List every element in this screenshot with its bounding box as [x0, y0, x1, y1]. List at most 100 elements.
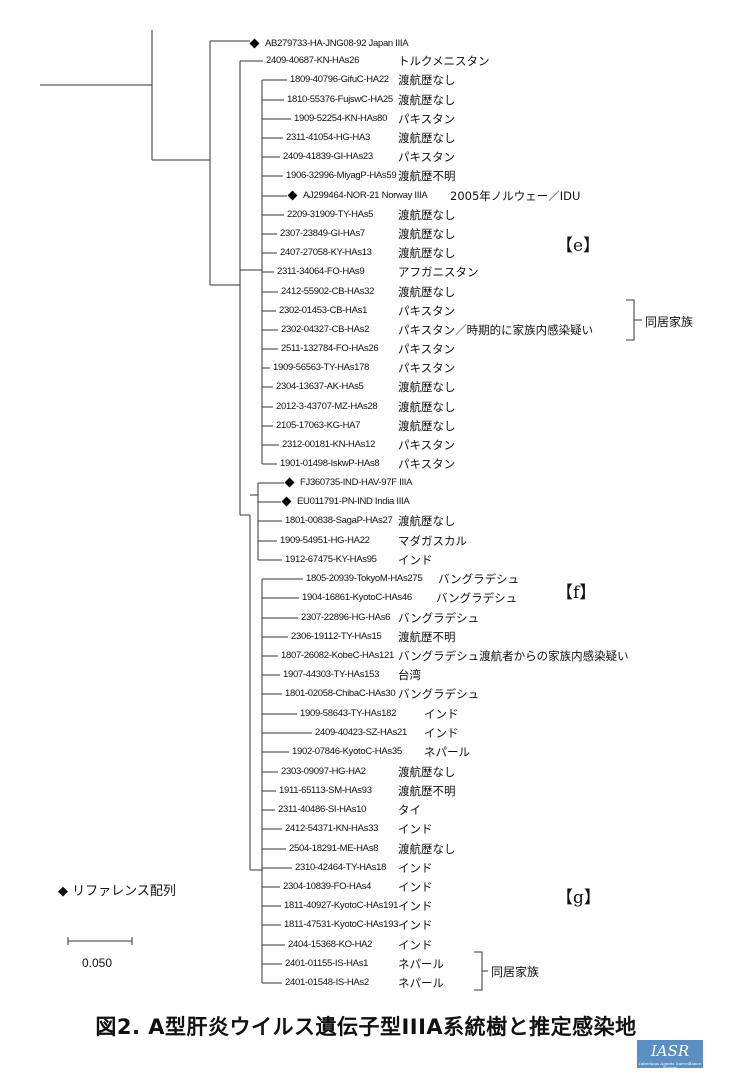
infection-region-label: パキスタン [398, 150, 456, 164]
infection-region-label: インド [398, 938, 433, 952]
infection-region-label: 渡航歴なし [398, 765, 456, 779]
strain-label: 1810-55376-FujswC-HA25 [287, 94, 393, 105]
strain-label: 2311-41054-HG-HA3 [286, 132, 370, 143]
infection-region-label: 渡航歴なし [398, 208, 456, 222]
infection-region-label: ネパール [424, 745, 470, 759]
infection-region-label: 渡航歴不明 [398, 630, 456, 644]
strain-label: 1901-01498-IskwP-HAs8 [280, 458, 380, 469]
strain-label: 1911-65113-SM-HAs93 [279, 785, 372, 796]
strain-label: 2401-01155-IS-HAs1 [285, 958, 369, 969]
clade-label-f: 【f】 [556, 583, 597, 603]
infection-region-label: 渡航歴不明 [398, 169, 456, 183]
strain-label: 2306-19112-TY-HAs15 [291, 631, 382, 642]
reference-sequence-label: FJ360735-IND-HAV-97F IIIA [300, 477, 413, 488]
infection-region-label: 渡航歴なし [398, 285, 456, 299]
infection-region-label: バングラデシュ [398, 611, 480, 625]
infection-region-label: インド [424, 726, 459, 740]
infection-region-label: インド [398, 880, 433, 894]
infection-region-label: トルクメニスタン [398, 54, 490, 68]
infection-region-label: 渡航歴なし [398, 227, 456, 241]
strain-label: 2302-04327-CB-HAs2 [281, 324, 370, 335]
strain-label: 2409-40687-KN-HAs26 [266, 55, 360, 66]
reference-sequence-label: AB279733-HA-JNG08-92 Japan IIIA [265, 38, 409, 49]
household-label: 同居家族 [645, 315, 694, 329]
figure-title: 図2. A型肝炎ウイルス遺伝子型IIIA系統樹と推定感染地 [95, 1015, 637, 1039]
strain-label: 1909-58643-TY-HAs182 [300, 708, 397, 719]
reference-sequence-label: EU011791-PN-IND India IIIA [297, 496, 410, 507]
strain-label: 2209-31909-TY-HAs5 [287, 209, 374, 220]
strain-label: 2504-18291-ME-HAs8 [289, 843, 379, 854]
infection-region-label: 渡航歴なし [398, 842, 456, 856]
strain-label: 1909-56563-TY-HAs178 [273, 362, 370, 373]
diamond-icon: ◆ [58, 884, 68, 899]
infection-region-label: インド [398, 822, 433, 836]
infection-region-label: 渡航歴なし [398, 400, 456, 414]
infection-region-label: パキスタン [398, 438, 456, 452]
clade-label-g: 【g】 [556, 888, 601, 908]
infection-region-label: タイ [398, 803, 421, 817]
infection-region-label: インド [398, 553, 433, 567]
phylogenetic-tree [40, 30, 642, 991]
strain-label: 2307-22896-HG-HAs6 [301, 612, 391, 623]
strain-label: 2412-54371-KN-HAs33 [285, 823, 379, 834]
infection-region-label: 渡航歴なし [398, 380, 456, 394]
infection-region-label: 渡航歴なし [398, 419, 456, 433]
strain-label: 1811-40927-KyotoC-HAs191 [284, 900, 399, 911]
clade-label-e: 【e】 [556, 236, 601, 256]
infection-region-label: 渡航歴なし [398, 73, 456, 87]
household-label: 同居家族 [491, 965, 540, 979]
strain-label: 1912-67475-KY-HAs95 [285, 554, 377, 565]
infection-region-label: パキスタン／時期的に家族内感染疑い [398, 323, 594, 337]
strain-label: 1801-00838-SagaP-HAs27 [285, 515, 393, 526]
legend: ◆ リファレンス配列 [58, 880, 176, 899]
infection-region-label: バングラデシュ [436, 591, 518, 605]
strain-label: 2105-17063-KG-HA7 [276, 420, 361, 431]
strain-label: 2409-40423-SZ-HAs21 [315, 727, 407, 738]
infection-region-label: インド [398, 861, 433, 875]
strain-label: 2304-10839-FO-HAs4 [283, 881, 372, 892]
strain-label: 2303-09097-HG-HA2 [281, 766, 366, 777]
infection-region-label: 渡航歴不明 [398, 784, 456, 798]
strain-label: 1907-44303-TY-HAs153 [283, 669, 380, 680]
infection-region-label: パキスタン [398, 457, 456, 471]
infection-region-label: ネパール [398, 976, 444, 990]
strain-label: 1809-40796-GifuC-HA22 [290, 74, 389, 85]
strain-label: 2412-55902-CB-HAs32 [281, 286, 375, 297]
strain-label: 2311-40486-SI-HAs10 [278, 804, 367, 815]
scale-bar [67, 937, 133, 945]
strain-label: 2012-3-43707-MZ-HAs28 [276, 401, 378, 412]
strain-label: 1902-07846-KyotoC-HAs35 [292, 746, 402, 757]
strain-label: 2311-34064-FO-HAs9 [277, 266, 365, 277]
infection-region-label: マダガスカル [398, 534, 467, 548]
strain-label: 1906-32996-MiyagP-HAs59 [286, 170, 397, 181]
infection-region-label: 台湾 [398, 668, 421, 682]
strain-label: 2401-01548-IS-HAs2 [285, 977, 369, 988]
strain-label: 2404-15368-KO-HA2 [288, 939, 373, 950]
infection-region-label: インド [424, 707, 459, 721]
strain-label: 2307-23849-GI-HAs7 [280, 228, 365, 239]
strain-label: 1807-26082-KobeC-HAs121 [281, 650, 394, 661]
strain-label: 1811-47531-KyotoC-HAs193 [284, 919, 399, 930]
strain-label: 2511-132784-FO-HAs26 [281, 343, 379, 354]
infection-region-label: 渡航歴なし [398, 514, 456, 528]
strain-label: 1805-20939-TokyoM-HAs275 [306, 573, 423, 584]
reference-sequence-label: AJ299464-NOR-21 Norway IIIA [303, 190, 428, 201]
infection-region-label: バングラデシュ [438, 572, 520, 586]
strain-label: 2302-01453-CB-HAs1 [279, 305, 368, 316]
infection-region-label: バングラデシュ渡航者からの家族内感染疑い [398, 649, 629, 663]
infection-region-label: パキスタン [398, 304, 456, 318]
strain-label: 2304-13637-AK-HAs5 [276, 381, 364, 392]
infection-region-label: 渡航歴なし [398, 246, 456, 260]
infection-region-label: インド [398, 899, 433, 913]
infection-region-label: 渡航歴なし [398, 93, 456, 107]
infection-region-label: パキスタン [398, 112, 456, 126]
scale-label: 0.050 [82, 956, 113, 970]
infection-region-label: パキスタン [398, 361, 456, 375]
legend-text: リファレンス配列 [72, 884, 176, 899]
infection-region-label: インド [398, 918, 433, 932]
infection-region-label: パキスタン [398, 342, 456, 356]
infection-region-label: アフガニスタン [398, 265, 479, 279]
tree-branches [40, 30, 263, 983]
infection-region-label: バングラデシュ [398, 687, 480, 701]
